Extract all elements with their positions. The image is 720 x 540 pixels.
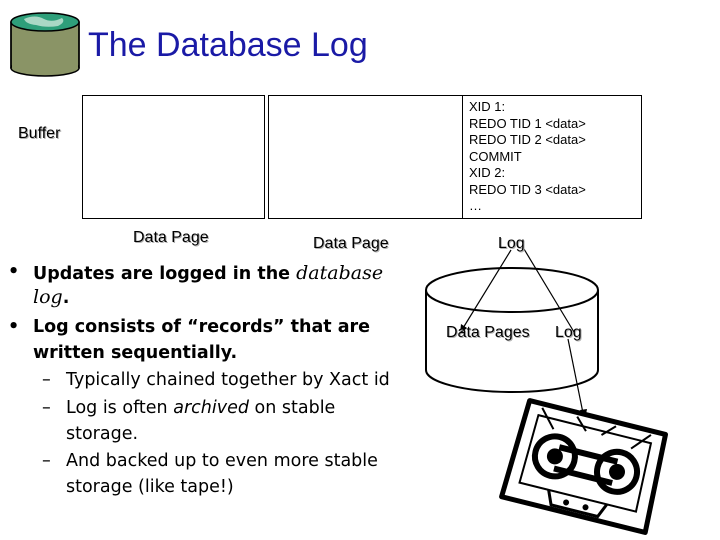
subbullet-marker: – — [42, 398, 51, 418]
subbullet-item: – Typically chained together by Xact id — [42, 370, 390, 390]
subbullet-item: – Log is often archived on stable storag… — [42, 398, 335, 444]
log-record: REDO TID 2 <data> — [469, 132, 586, 147]
subbullet-text: storage. — [66, 424, 139, 444]
subbullet-text: And backed up to even more stable — [66, 451, 378, 471]
subbullet-text: Typically chained together by Xact id — [66, 370, 390, 390]
buffer-page-2 — [268, 95, 463, 219]
subbullet-text: Log is often — [66, 398, 174, 418]
subbullet-marker: – — [42, 370, 51, 390]
bullet-italic: database — [296, 262, 384, 284]
bullet-text: written sequentially. — [33, 343, 238, 363]
data-page-label-1: Data Page — [133, 229, 209, 246]
disk-log-label: Log — [555, 324, 582, 341]
bullet-italic: log — [33, 286, 63, 308]
subbullet-italic: archived — [173, 398, 249, 418]
log-record: REDO TID 1 <data> — [469, 115, 586, 131]
log-record: COMMIT — [469, 148, 522, 164]
subbullet-text: on stable — [248, 398, 336, 418]
log-buffer-box: XID 1: REDO TID 1 <data> REDO TID 2 <dat… — [462, 95, 642, 219]
log-records: XID 1: REDO TID 1 <data> REDO TID 2 <dat… — [469, 99, 586, 215]
bullet-text: Updates are logged in the — [33, 264, 297, 284]
disk-cylinder-icon — [425, 267, 599, 393]
disk-data-pages-label: Data Pages — [446, 324, 530, 341]
buffer-page-1 — [82, 95, 265, 219]
arrow-disk-to-log — [459, 249, 512, 334]
bullet-marker: • — [8, 317, 20, 337]
arrow-log-to-disk — [523, 248, 575, 333]
log-label: Log — [498, 235, 525, 252]
bullet-text: Log consists of “records” that are — [33, 317, 371, 337]
subbullet-text: storage (like tape!) — [66, 477, 234, 497]
subbullet-marker: – — [42, 451, 51, 471]
database-icon — [10, 12, 80, 77]
arrowhead-disk-log — [460, 324, 467, 334]
bullet-tail: . — [62, 288, 70, 308]
subbullet-item: – And backed up to even more stable stor… — [42, 451, 378, 497]
bullet-marker: • — [8, 262, 20, 282]
log-record: XID 1: — [469, 99, 506, 114]
tape-cassette-icon — [499, 398, 669, 535]
log-record: REDO TID 3 <data> — [469, 181, 586, 197]
page-title: The Database Log — [88, 26, 368, 64]
arrow-disk-to-tape — [567, 338, 585, 419]
buffer-label: Buffer — [18, 125, 61, 142]
data-page-label-2: Data Page — [313, 235, 389, 252]
log-record: XID 2: — [469, 165, 506, 180]
log-record: … — [469, 198, 482, 213]
